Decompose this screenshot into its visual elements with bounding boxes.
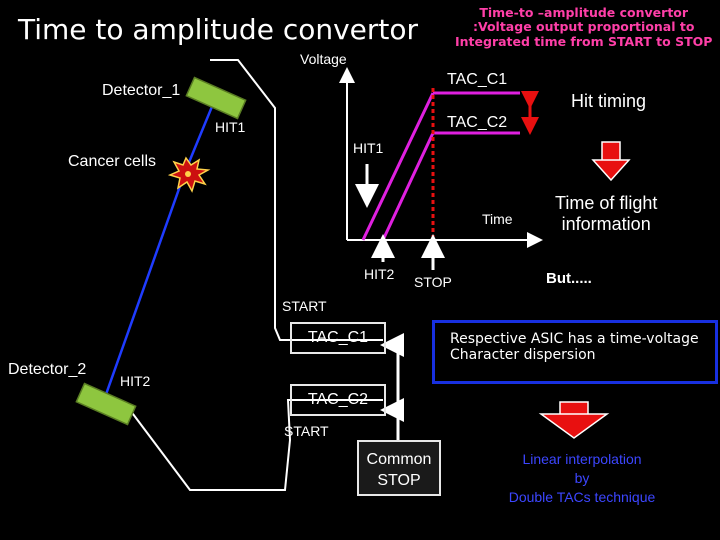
detector-1-label: Detector_1 <box>102 82 181 99</box>
red-down-arrow-2 <box>538 401 610 439</box>
beam-line-lower <box>102 171 187 401</box>
stop-graph-label: STOP <box>414 274 452 290</box>
cancer-cell-burst <box>167 156 211 193</box>
ramp-tac-c2 <box>381 132 435 241</box>
voltage-axis-label: Voltage <box>300 51 347 67</box>
but-label: But..... <box>546 270 592 287</box>
time-of-flight-label: Time of flight information <box>555 193 658 234</box>
beam-lines <box>102 91 220 401</box>
tac-c2-box-label: TAC_C2 <box>307 391 369 408</box>
start-bottom-label: START <box>284 423 329 439</box>
time-axis-label: Time <box>482 211 513 227</box>
start-top-label: START <box>282 298 327 314</box>
page-title: Time to amplitude convertor <box>18 13 419 46</box>
detector-2-label: Detector_2 <box>8 361 87 378</box>
tac-c2-box <box>290 384 386 416</box>
cancer-cells-label: Cancer cells <box>68 153 157 170</box>
common-stop-label: Common STOP <box>366 451 432 489</box>
detector-2-bar <box>75 382 137 426</box>
hit2-graph-label: HIT2 <box>364 266 395 282</box>
hit1-beam-label: HIT1 <box>215 119 246 135</box>
tac-c1-box <box>290 322 386 354</box>
tac-explanation: Time-to –amplitude convertor :Voltage ou… <box>455 5 713 49</box>
wire-detector-2 <box>129 399 383 491</box>
asic-dispersion-label: Respective ASIC has a time-voltage Chara… <box>450 331 699 364</box>
asic-dispersion-box <box>432 320 718 384</box>
detector-1-bar <box>185 76 247 120</box>
tac-c1-graph-label: TAC_C1 <box>447 71 508 88</box>
red-down-arrow-1 <box>591 141 631 182</box>
tac-c2-graph-label: TAC_C2 <box>447 114 508 131</box>
common-stop-box <box>357 440 441 496</box>
ramp-tac-c1 <box>361 92 435 241</box>
linear-interpolation-label: Linear interpolation by Double TACs tech… <box>508 451 656 505</box>
hit-timing-label: Hit timing <box>571 91 647 111</box>
wire-detector-1 <box>210 59 383 341</box>
hit1-graph-label: HIT1 <box>353 140 384 156</box>
tac-c1-box-label: TAC_C1 <box>307 329 369 346</box>
hit2-beam-label: HIT2 <box>120 373 151 389</box>
